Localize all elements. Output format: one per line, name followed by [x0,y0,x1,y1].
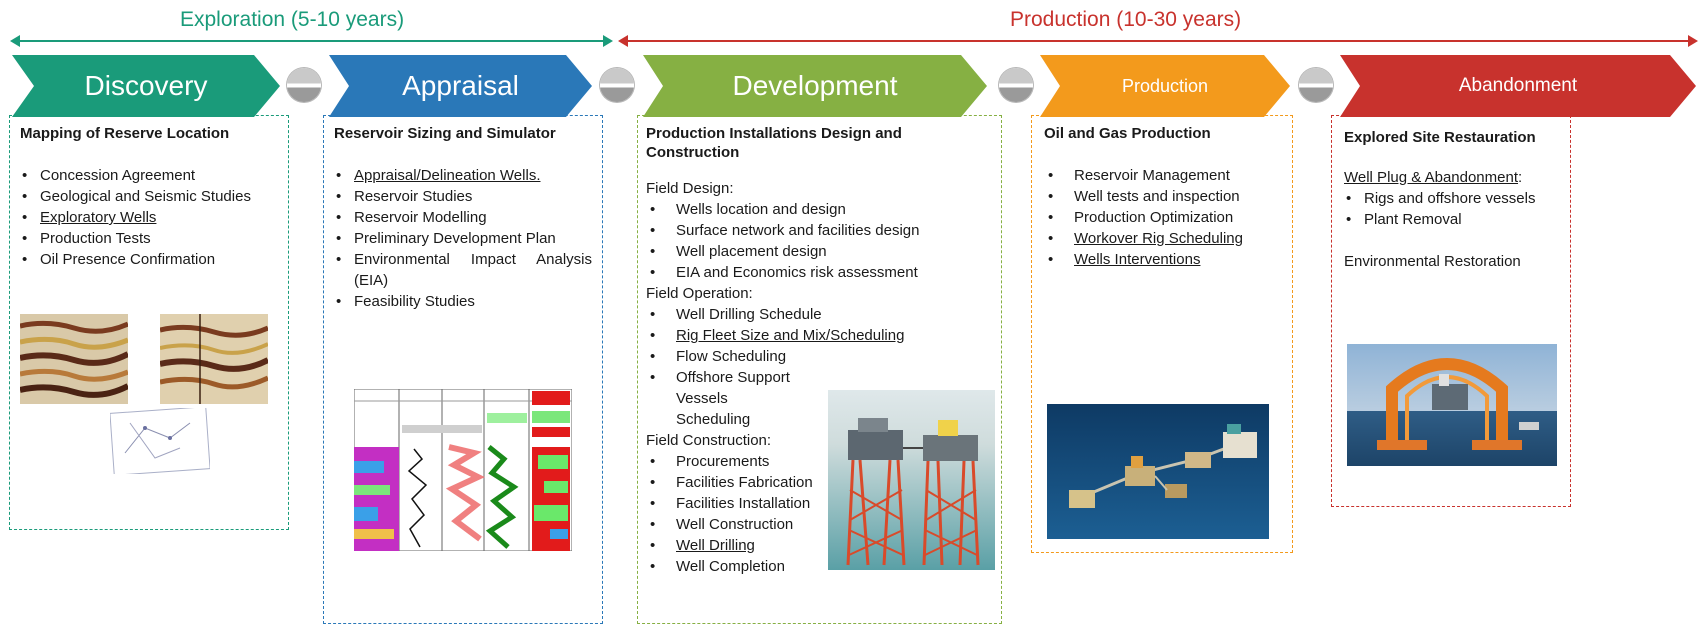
well-plug-abandonment-link[interactable]: Well Plug & Abandonment [1344,169,1519,186]
discovery-list: Concession Agreement Geological and Seis… [20,165,278,270]
list-item: Production Tests [20,228,278,249]
list-item: Surface network and facilities design [646,220,991,241]
well-plug-label-row: Well Plug & Abandonment: [1344,167,1560,188]
field-operation-label: Field Operation: [646,285,753,302]
list-item: EIA and Economics risk assessment [646,262,991,283]
list-item: Well Completion [646,556,991,577]
production-arrow-right-icon [1688,35,1698,47]
list-item: Reservoir Studies [334,186,592,207]
stage-appraisal-label: Appraisal [402,70,519,101]
list-item: Wells Interventions [1044,249,1282,270]
list-item: Appraisal/Delineation Wells. [334,165,592,186]
list-item: Rigs and offshore vessels [1344,188,1560,209]
stage-separator-icon [1299,68,1333,102]
abandonment-box: Explored Site Restauration Well Plug & A… [1331,115,1571,507]
list-item: Offshore Support Vessels Scheduling [646,367,806,430]
stage-discovery-label: Discovery [84,70,208,101]
list-item: Well placement design [646,241,991,262]
exploration-arrow-left-icon [10,35,20,47]
environmental-restoration-label: Environmental Restoration [1344,253,1521,270]
list-item: Reservoir Management [1044,165,1282,186]
stage-abandonment-label: Abandonment [1458,75,1578,96]
production-list: Reservoir Management Well tests and insp… [1044,165,1282,270]
field-construction-label: Field Construction: [646,432,772,449]
wells-interventions-link[interactable]: Wells Interventions [1074,251,1201,268]
list-item: Facilities Installation [646,493,991,514]
rig-fleet-scheduling-link[interactable]: Rig Fleet Size and Mix/Scheduling [676,327,905,344]
well-drilling-link[interactable]: Well Drilling [676,537,755,554]
list-item: Flow Scheduling [646,346,991,367]
exploratory-wells-link[interactable]: Exploratory Wells [40,209,157,226]
list-item: Feasibility Studies [334,291,592,312]
seismic-section-image [160,314,268,404]
list-item: Procurements [646,451,991,472]
list-item: Preliminary Development Plan [334,228,592,249]
appraisal-list: Appraisal/Delineation Wells. Reservoir S… [334,165,592,312]
production-line [627,40,1689,42]
production-box-title: Oil and Gas Production [1044,125,1211,142]
stage-separator-icon [287,68,321,102]
list-item: Workover Rig Scheduling [1044,228,1282,249]
appraisal-box: Reservoir Sizing and Simulator Appraisal… [323,115,603,624]
stage-separator-icon [999,68,1033,102]
field-design-list: Wells location and design Surface networ… [646,199,991,283]
abandonment-list: Rigs and offshore vessels Plant Removal [1344,188,1560,230]
offshore-platform-image [828,390,995,570]
list-item: Production Optimization [1044,207,1282,228]
stage-discovery: Discovery [12,55,280,117]
development-box: Production Installations Design and Cons… [637,115,1002,624]
exploration-arrow-right-icon [603,35,613,47]
stage-development: Development [643,55,987,117]
production-arrow-left-icon [618,35,628,47]
stage-development-label: Development [732,70,898,101]
discovery-box: Mapping of Reserve Location Concession A… [9,115,289,530]
stage-abandonment: Abandonment [1340,55,1696,117]
production-platform-image [1047,404,1269,539]
abandonment-box-title: Explored Site Restauration [1344,129,1536,146]
exploration-phase-title: Exploration (5-10 years) [180,8,405,31]
workover-rig-scheduling-link[interactable]: Workover Rig Scheduling [1074,230,1243,247]
exploration-line [19,40,604,42]
well-log-chart-image [354,389,572,551]
decommissioning-vessel-image [1347,344,1557,466]
exploration-span-arrow [10,35,613,47]
list-item: Well tests and inspection [1044,186,1282,207]
list-item: Geological and Seismic Studies [20,186,278,207]
field-operation-list: Well Drilling Schedule Rig Fleet Size an… [646,304,991,430]
appraisal-box-title: Reservoir Sizing and Simulator [334,125,556,142]
appraisal-wells-link[interactable]: Appraisal/Delineation Wells. [354,167,541,184]
stage-separator-icon [600,68,634,102]
list-item: Plant Removal [1344,209,1560,230]
list-item: Well Construction [646,514,991,535]
stage-appraisal: Appraisal [329,55,592,117]
list-item: Wells location and design [646,199,991,220]
development-box-title: Production Installations Design and Cons… [646,125,902,161]
list-item: Well Drilling Schedule [646,304,991,325]
colon-text: : [1518,169,1523,186]
seismic-section-image [20,314,128,404]
list-item: Well Drilling [646,535,991,556]
production-phase-title: Production (10-30 years) [1010,8,1242,31]
list-item: Reservoir Modelling [334,207,592,228]
list-item: Exploratory Wells [20,207,278,228]
production-box: Oil and Gas Production Reservoir Managem… [1031,115,1293,553]
field-design-label: Field Design: [646,180,734,197]
list-item: Environmental Impact Analysis (EIA) [334,249,592,291]
well-map-sketch-image [110,408,210,474]
list-item: Concession Agreement [20,165,278,186]
list-item: Rig Fleet Size and Mix/Scheduling [646,325,991,346]
list-item: Oil Presence Confirmation [20,249,278,270]
production-span-arrow [618,35,1698,47]
stage-production: Production [1040,55,1290,117]
discovery-box-title: Mapping of Reserve Location [20,125,230,142]
list-item: Facilities Fabrication [646,472,991,493]
stage-production-label: Production [1121,75,1209,96]
field-construction-list: Procurements Facilities Fabrication Faci… [646,451,991,577]
